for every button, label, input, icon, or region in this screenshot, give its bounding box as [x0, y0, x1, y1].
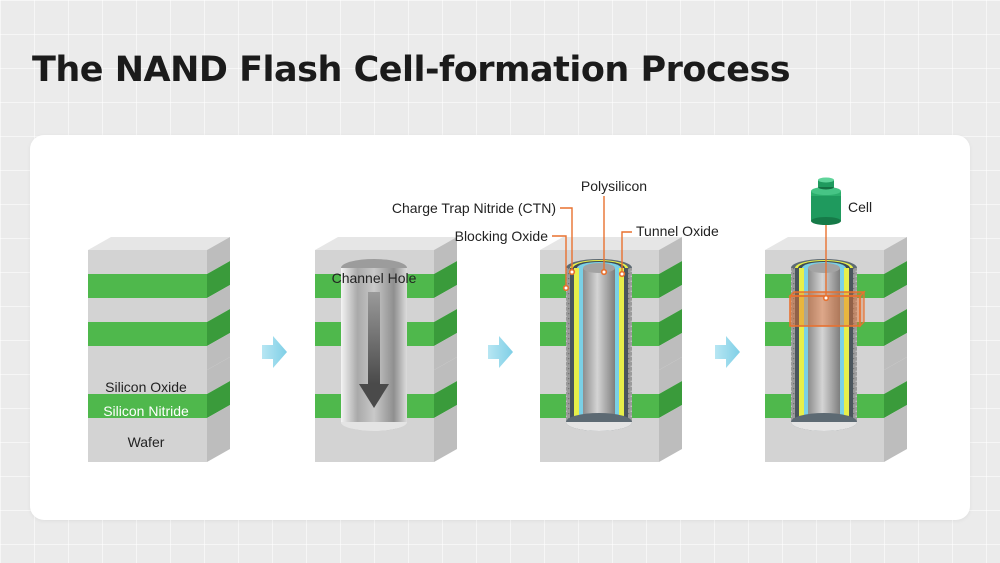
wafer-label: Wafer	[128, 434, 165, 450]
ctn-callout-dot	[568, 268, 576, 276]
blocking-oxide-callout-dot	[562, 284, 570, 292]
silicon-oxide-label: Silicon Oxide	[105, 379, 187, 395]
page-title: The NAND Flash Cell-formation Process	[32, 50, 791, 90]
cell-block	[765, 237, 907, 462]
cell-label: Cell	[848, 199, 872, 215]
cell-cylinder-icon	[811, 177, 841, 225]
cell-highlight	[788, 290, 866, 328]
cell-callout-dot	[822, 294, 830, 302]
next-step-arrow-icon	[488, 336, 513, 368]
silicon-nitride-label: Silicon Nitride	[103, 403, 189, 419]
ctn-label: Charge Trap Nitride (CTN)	[392, 200, 556, 216]
next-step-arrow-icon	[262, 336, 287, 368]
polysilicon-callout-dot	[600, 268, 608, 276]
channel-hole-label: Channel Hole	[332, 270, 417, 286]
next-step-arrow-icon	[715, 336, 740, 368]
callout-lines	[552, 196, 632, 286]
polysilicon-label: Polysilicon	[581, 178, 647, 194]
blocking-oxide-label: Blocking Oxide	[455, 228, 549, 244]
channel-hole-block	[315, 237, 457, 462]
deposition-block	[540, 237, 682, 462]
layer-stack-block	[88, 237, 230, 462]
tunnel-oxide-callout-dot	[618, 270, 626, 278]
tunnel-oxide-label: Tunnel Oxide	[636, 223, 719, 239]
